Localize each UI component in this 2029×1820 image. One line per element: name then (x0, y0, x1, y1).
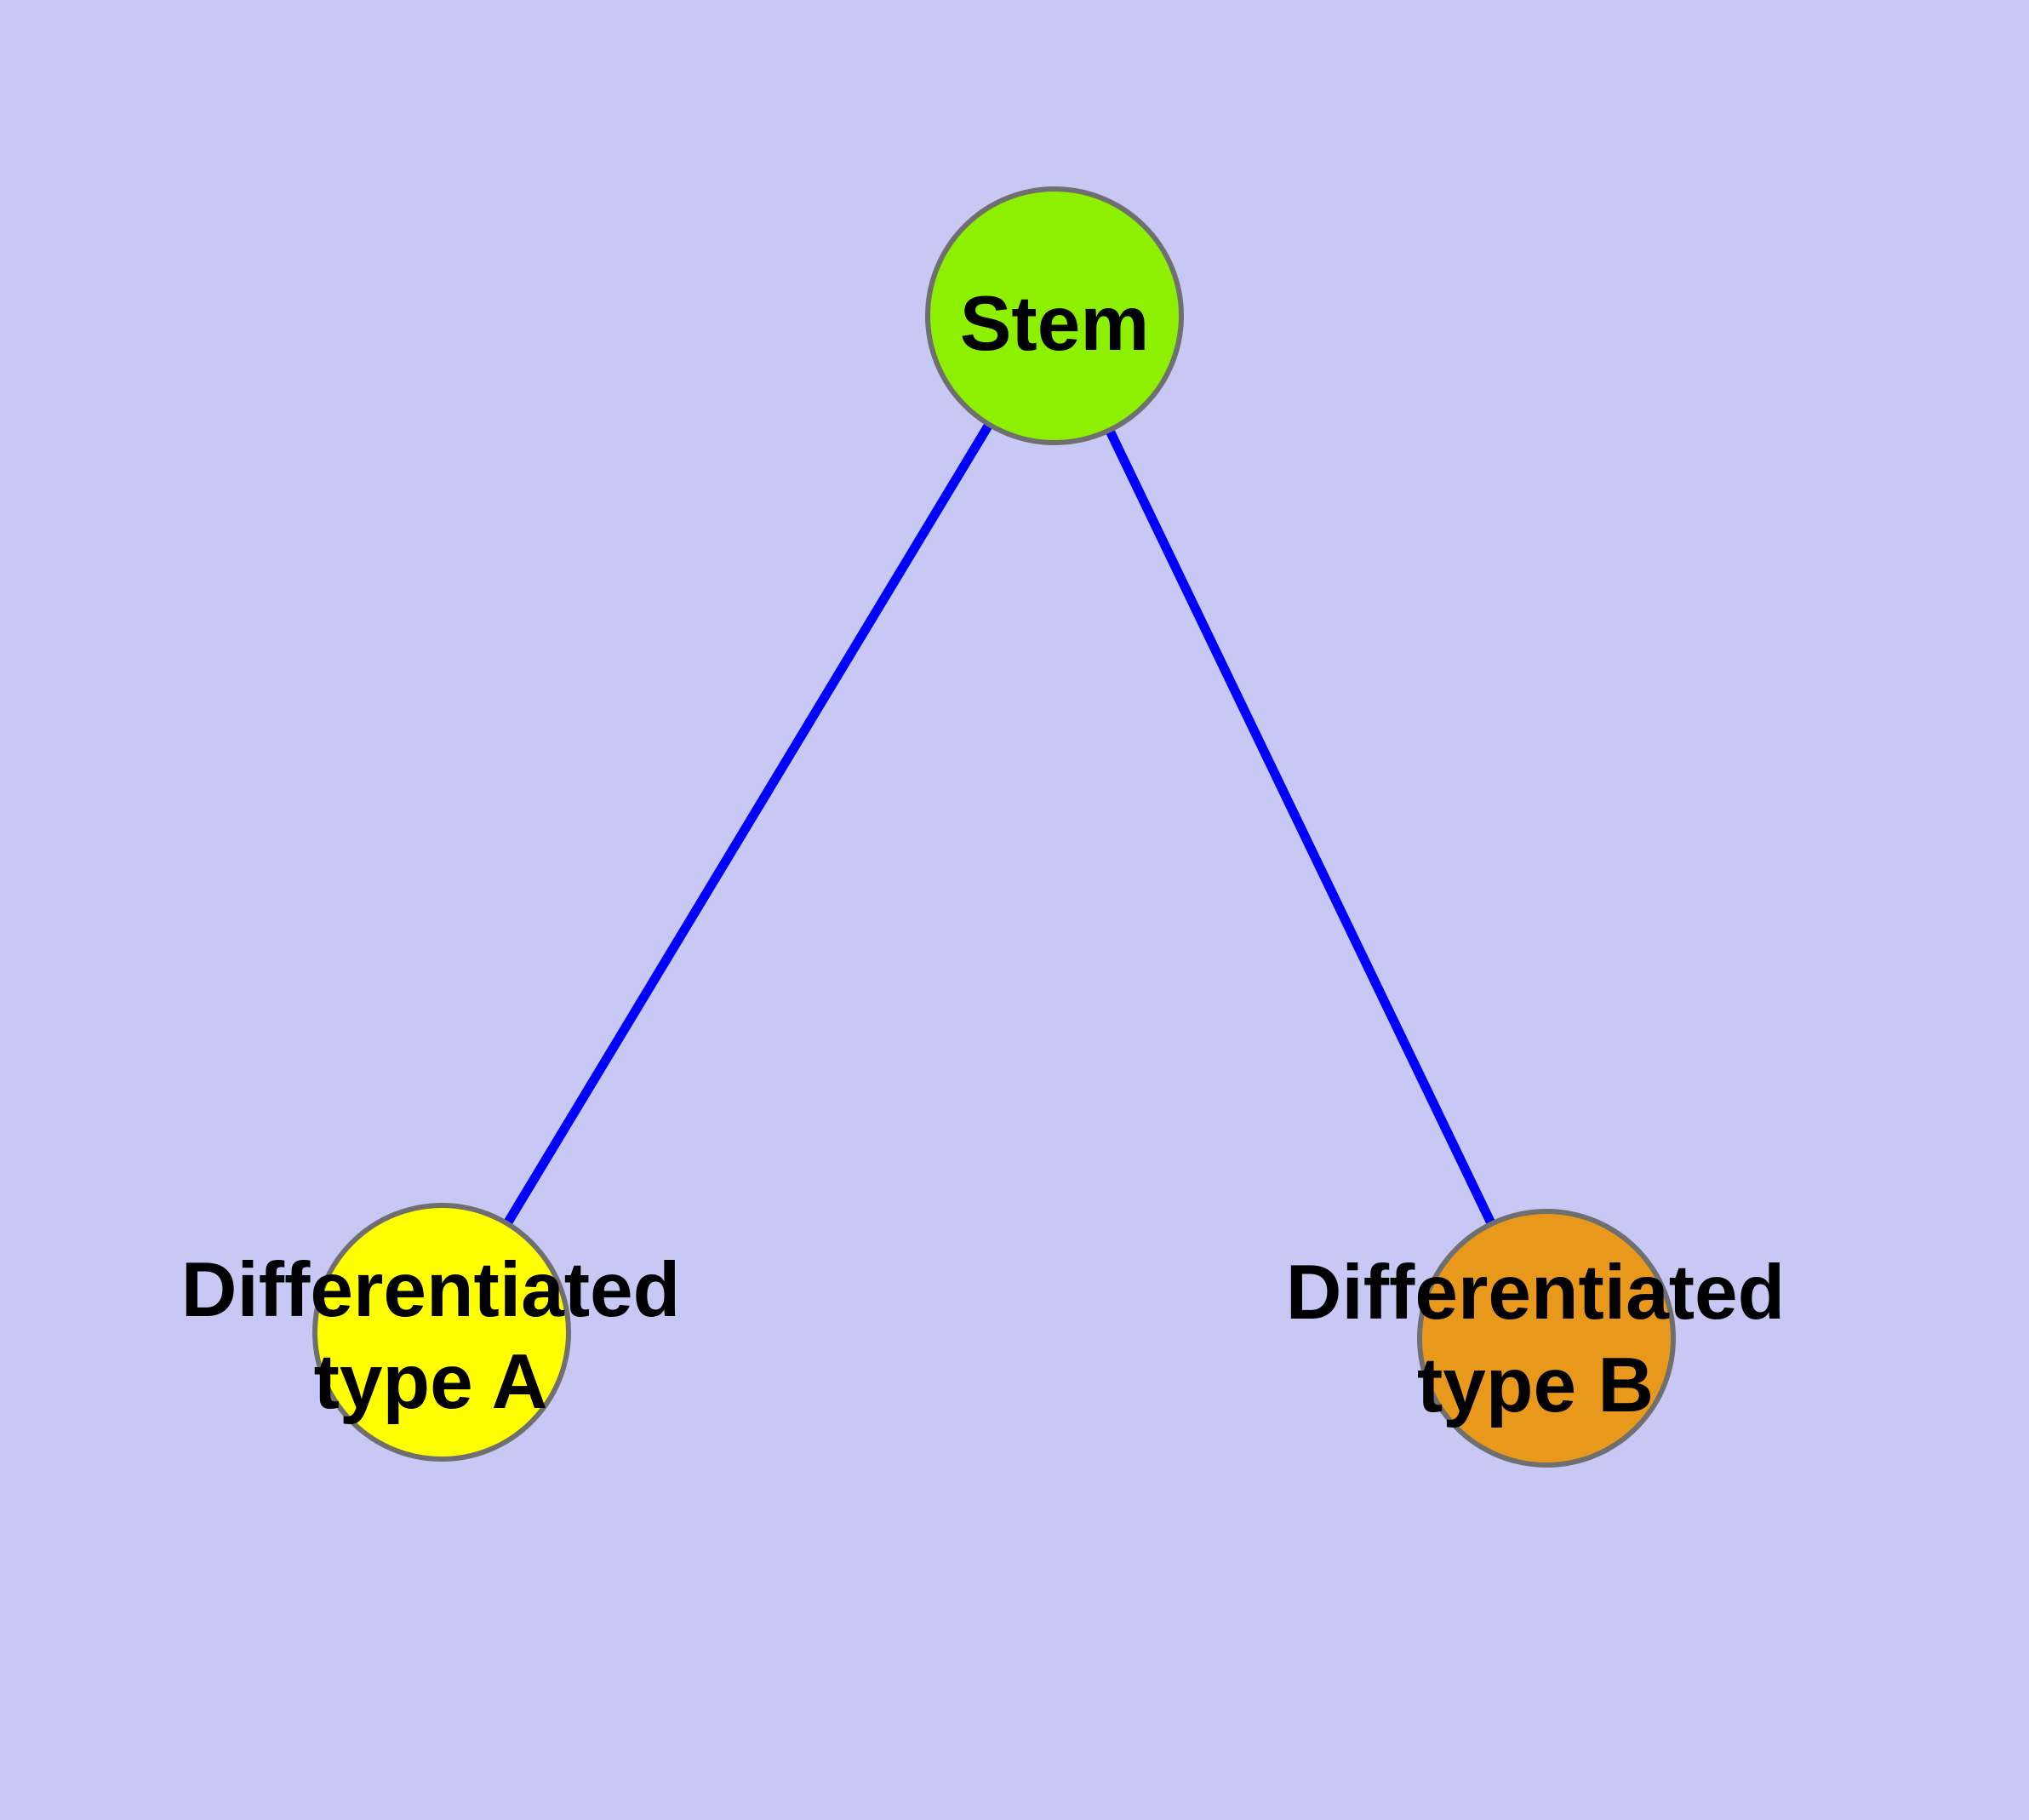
node-differentiated-type-b-circle (1417, 1209, 1676, 1468)
node-differentiated-type-a-label-line2: type A (314, 1339, 548, 1425)
edge-stem-to-type-b (1050, 313, 1551, 1341)
node-differentiated-type-b-label-line1: Differentiated (1286, 1250, 1786, 1336)
node-differentiated-type-a-label-line1: Differentiated (181, 1247, 681, 1333)
node-differentiated-type-a-circle (312, 1203, 571, 1462)
node-stem-circle (925, 186, 1184, 445)
node-differentiated-type-b-label-line2: type B (1417, 1342, 1654, 1428)
edge-stem-to-type-a (437, 313, 1059, 1335)
node-stem-label: Stem (960, 281, 1150, 367)
